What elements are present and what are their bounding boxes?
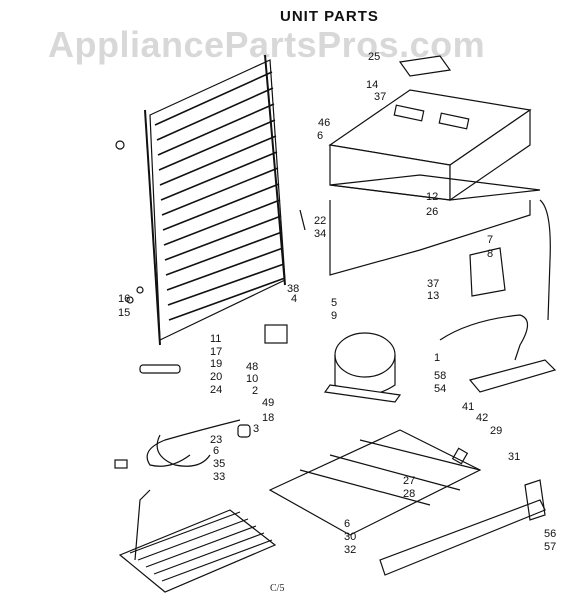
bracket-plate [469,247,506,297]
evaporator-coil [118,489,277,593]
wiring-harness [114,419,241,469]
callout-13: 13 [427,290,439,302]
unit-cabinet [328,55,551,321]
callout-18: 18 [262,412,274,424]
callout-38: 38 [287,283,299,295]
callout-56: 56 [544,528,556,540]
callout-29: 29 [490,425,502,437]
compressor [323,332,402,403]
callout-37: 37 [427,278,439,290]
relay [264,324,288,344]
callout-1: 1 [434,352,440,364]
callout-15: 15 [118,307,130,319]
callout-41: 41 [462,401,474,413]
callout-49: 49 [262,397,274,409]
callout-46: 46 [318,117,330,129]
callout-25: 25 [368,51,380,63]
callout-58: 58 [434,370,446,382]
callout-8: 8 [487,248,493,260]
callout-7: 7 [487,234,493,246]
callout-17: 17 [210,346,222,358]
callout-31: 31 [508,451,520,463]
callout-9: 9 [331,310,337,322]
callout-30: 30 [344,531,356,543]
callout-5: 5 [331,297,337,309]
callout-11: 11 [210,333,221,345]
callout-48: 48 [246,361,258,373]
callout-28: 28 [403,488,415,500]
callout-54: 54 [434,383,446,395]
callout-14: 14 [366,79,378,91]
callout-35: 35 [213,458,225,470]
callout-57: 57 [544,541,556,553]
callout-34: 34 [314,228,326,240]
callout-42: 42 [476,412,488,424]
callout-6: 6 [344,518,350,530]
base-frame [268,429,546,576]
callout-24: 24 [210,384,222,396]
callout-3: 3 [253,423,259,435]
callout-10: 10 [246,373,258,385]
callout-22: 22 [314,215,326,227]
callout-33: 33 [213,471,225,483]
callout-26: 26 [426,206,438,218]
callout-6: 6 [213,445,219,457]
callout-6: 6 [317,130,323,142]
callout-23: 23 [210,434,222,446]
callout-19: 19 [210,358,222,370]
callout-37: 37 [374,91,386,103]
callout-16: 16 [118,293,130,305]
callout-2: 2 [252,385,258,397]
page-footer: C/5 [270,583,285,594]
callout-20: 20 [210,371,222,383]
condenser-coil [144,54,286,346]
callout-4: 4 [291,293,297,305]
callout-27: 27 [403,475,415,487]
diagram-title: UNIT PARTS [280,8,379,25]
callout-12: 12 [426,191,438,203]
callout-32: 32 [344,544,356,556]
watermark: AppliancePartsPros.com [48,24,486,65]
